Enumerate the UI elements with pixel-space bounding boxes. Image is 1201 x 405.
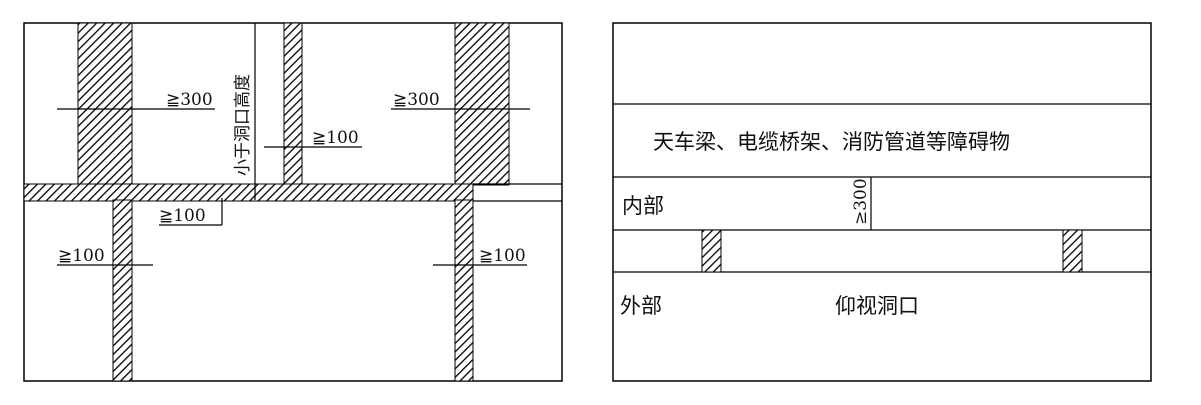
outside-label: 外部 [620, 294, 662, 318]
left-upper-column [77, 22, 133, 186]
top-left-dim-label: ≧300 [166, 90, 213, 110]
small-opening-height-label: 小于洞口高度 [233, 74, 253, 176]
clearance-label: ≥300 [851, 178, 871, 225]
horizontal-beam [23, 183, 474, 202]
right-upper-column [454, 22, 510, 186]
right-lower-column [454, 199, 474, 382]
left-jamb [701, 229, 722, 273]
right-panel-frame [612, 22, 1152, 382]
right-col-dim-label: ≧100 [479, 246, 526, 266]
bottom-view-label: 仰视洞口 [835, 294, 919, 318]
inside-label: 内部 [622, 194, 664, 218]
left-col-dim-label: ≧100 [58, 246, 105, 266]
right-jamb [1062, 229, 1083, 273]
left-elevation-drawing: ≧300 ≧300 ≧100 ≧100 ≧100 ≧100 小于洞口高度 [23, 22, 563, 382]
top-right-dim-label: ≧300 [393, 90, 440, 110]
mid-dim-label: ≧100 [312, 128, 359, 148]
obstacle-label: 天车梁、电缆桥架、消防管道等障碍物 [653, 130, 1010, 154]
left-lower-column [112, 199, 133, 382]
lower-mid-dim-label: ≧100 [159, 206, 206, 226]
middle-stub-column [283, 22, 303, 186]
right-plan-drawing: 天车梁、电缆桥架、消防管道等障碍物 内部 ≥300 外部 仰视洞口 [612, 22, 1152, 382]
